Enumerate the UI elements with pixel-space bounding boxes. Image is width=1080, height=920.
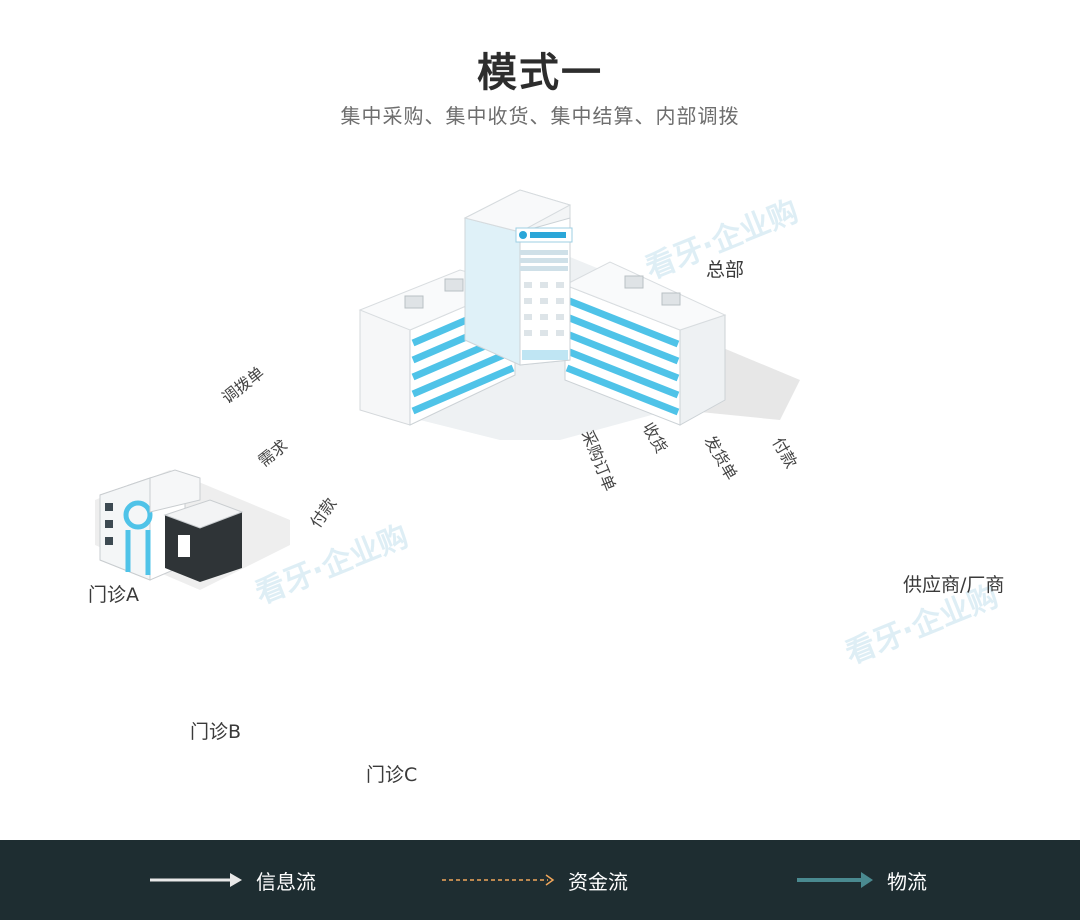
hq-building — [358, 189, 800, 440]
legend-logistics-label: 物流 — [887, 869, 927, 894]
legend-fund-arrow-icon — [442, 874, 555, 886]
label-clinic-a: 门诊A — [88, 584, 139, 606]
page-subtitle: 集中采购、集中收货、集中结算、内部调拨 — [340, 104, 740, 128]
diagram-canvas — [95, 189, 800, 590]
label-supplier: 供应商/厂商 — [903, 574, 1005, 596]
label-clinic-c: 门诊C — [366, 764, 418, 786]
legend-logistics: 物流 — [795, 867, 927, 894]
legend-info-arrow-icon — [150, 873, 242, 887]
legend-info-flow: 信息流 — [148, 867, 316, 894]
legend-bar: 信息流 资金流 物流 — [0, 840, 1080, 920]
legend-info-label: 信息流 — [256, 869, 316, 894]
label-hq: 总部 — [706, 259, 745, 281]
legend-fund-flow: 资金流 — [440, 867, 628, 894]
clinic-a-building — [95, 469, 290, 590]
page-title: 模式一 — [477, 50, 603, 96]
label-clinic-b: 门诊B — [190, 721, 242, 743]
legend-logistics-arrow-icon — [797, 872, 873, 888]
legend-fund-label: 资金流 — [568, 869, 628, 894]
